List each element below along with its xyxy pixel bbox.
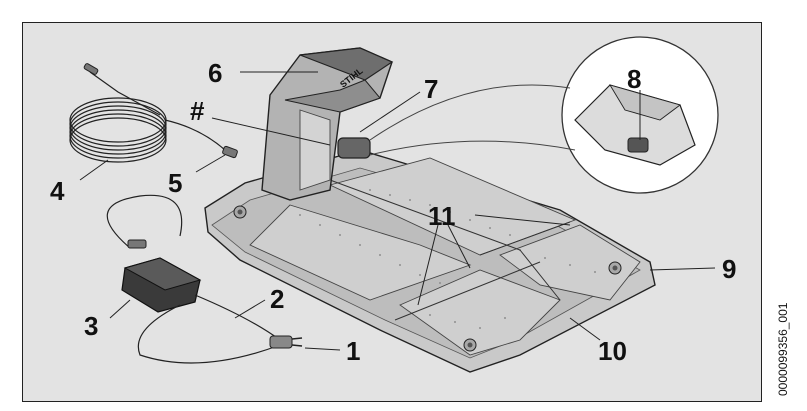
callout-7: 7	[424, 74, 438, 104]
wire-connector	[164, 119, 238, 159]
callout-10: 10	[598, 336, 627, 366]
callout-hash: #	[190, 96, 205, 126]
callout-3: 3	[84, 311, 98, 341]
wire-coil	[69, 63, 167, 163]
callout-1: 1	[346, 336, 360, 366]
callout-5: 5	[168, 168, 182, 198]
callout-8: 8	[627, 64, 641, 94]
callout-4: 4	[50, 176, 65, 206]
base-plate	[204, 149, 656, 373]
document-id: 0000099356_001	[776, 302, 790, 396]
callout-11: 11	[428, 201, 456, 231]
callout-2: 2	[270, 284, 284, 314]
power-supply	[106, 194, 303, 364]
leader-lines	[79, 71, 716, 351]
callout-6: 6	[208, 58, 222, 88]
docking-tower: STIHL	[261, 47, 394, 201]
callout-9: 9	[722, 254, 736, 284]
